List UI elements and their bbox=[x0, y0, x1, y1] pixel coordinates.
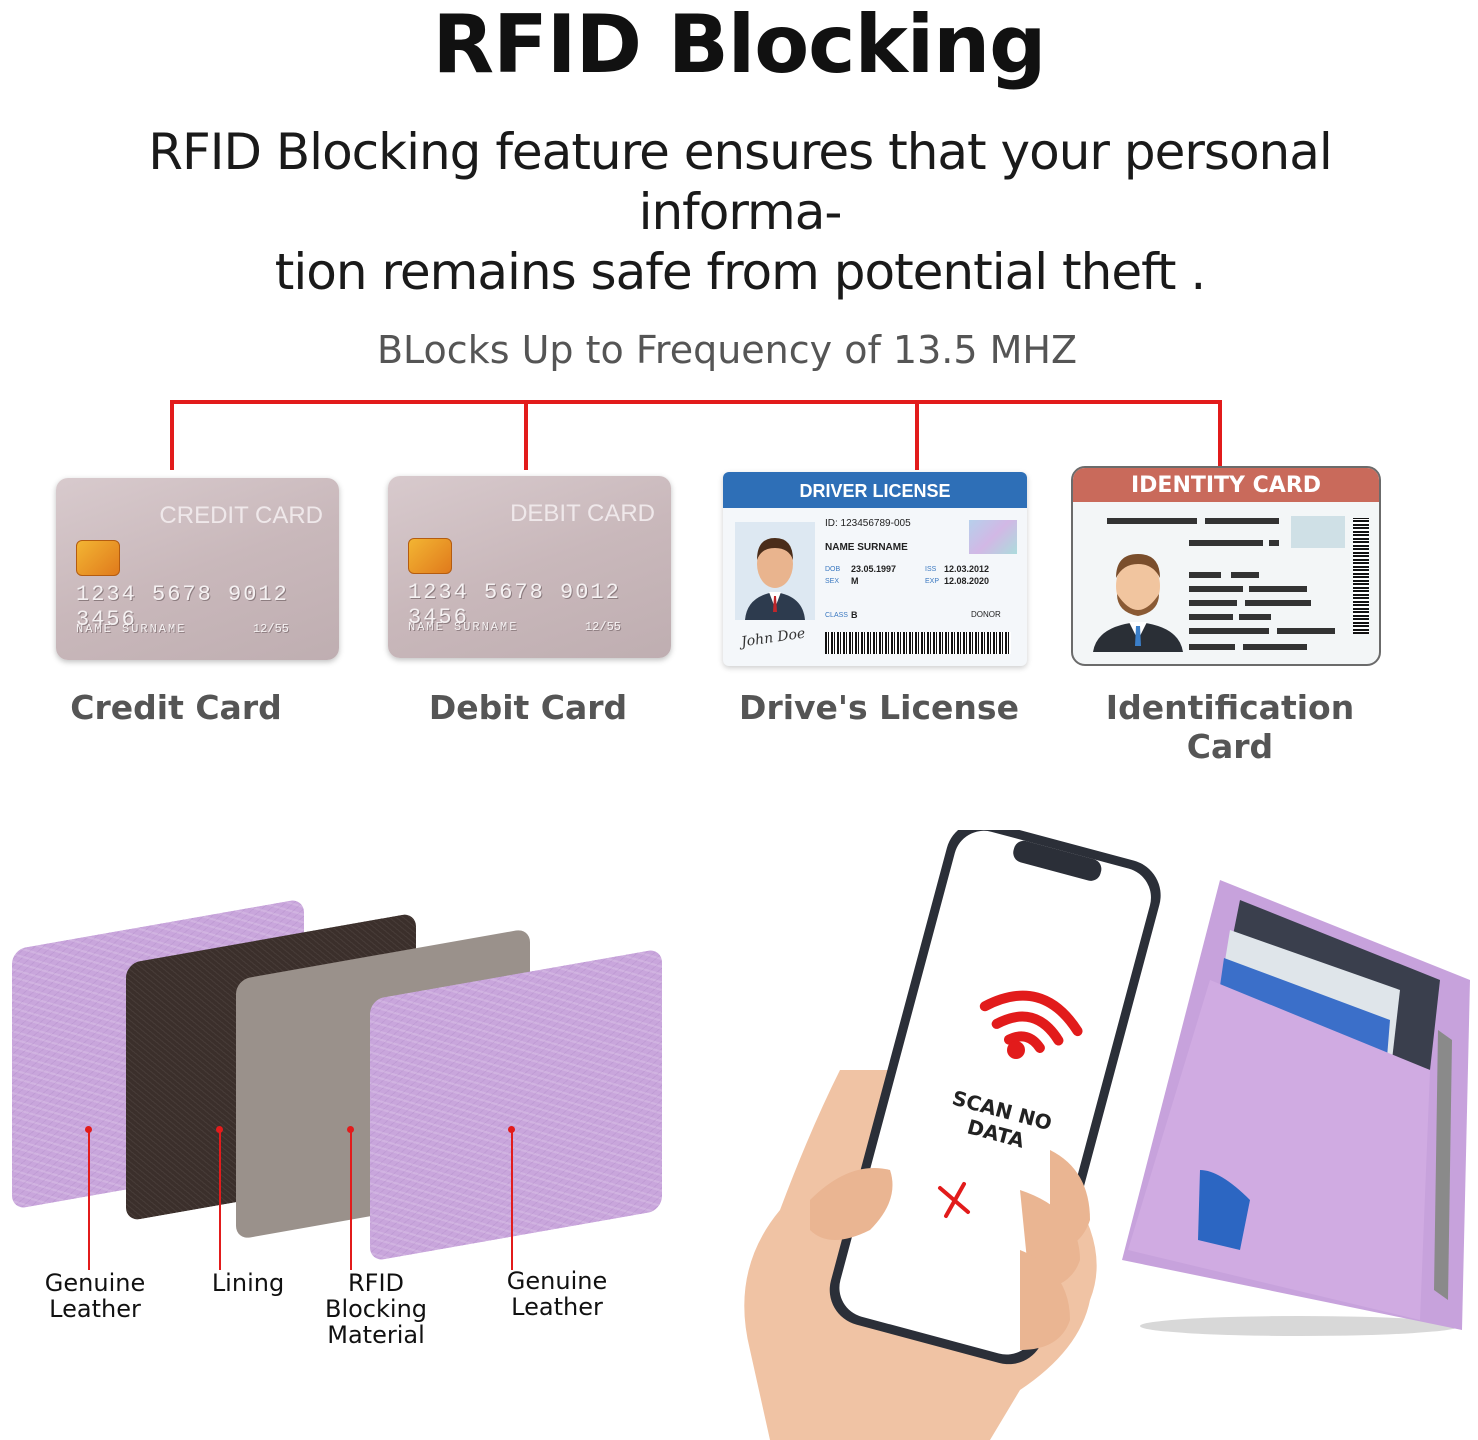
chip-icon bbox=[76, 540, 120, 576]
connector-bracket bbox=[170, 400, 1222, 470]
debit-card-image: DEBIT CARD 1234 5678 9012 3456 NAME SURN… bbox=[388, 476, 671, 658]
dob-label: DOB bbox=[825, 566, 841, 573]
pointer-line bbox=[219, 1130, 221, 1270]
description-line-2: tion remains safe from potential theft . bbox=[274, 243, 1206, 301]
class-value: B bbox=[851, 610, 858, 620]
layer-label-rfid: RFID Blocking Material bbox=[294, 1270, 458, 1348]
page-title: RFID Blocking bbox=[432, 0, 1047, 91]
credit-card-image: CREDIT CARD 1234 5678 9012 3456 NAME SUR… bbox=[56, 478, 339, 660]
wifi-icon bbox=[979, 990, 1083, 1059]
license-photo bbox=[735, 522, 815, 620]
debit-card-title: DEBIT CARD bbox=[510, 500, 655, 527]
license-label: Drive's License bbox=[739, 688, 1019, 727]
debit-card-holder: NAME SURNAME bbox=[408, 620, 519, 634]
layer-label-genuine-leather-2: Genuine Leather bbox=[506, 1267, 608, 1321]
description-line-1: RFID Blocking feature ensures that your … bbox=[148, 123, 1333, 241]
signature: John Doe bbox=[740, 625, 807, 651]
pointer-line bbox=[88, 1130, 90, 1270]
debit-card-label: Debit Card bbox=[428, 688, 628, 727]
barcode bbox=[825, 632, 1011, 654]
layer-label-rfid-line1: RFID Blocking bbox=[324, 1269, 428, 1323]
iss-value: 12.03.2012 bbox=[944, 564, 990, 574]
inner-leather-layer bbox=[370, 948, 662, 1262]
driver-license-image: DRIVER LICENSE ID: 123456789-005 NAME SU… bbox=[723, 472, 1027, 666]
license-id: ID: 123456789-005 bbox=[825, 518, 911, 529]
layer-label-lining: Lining bbox=[211, 1269, 285, 1297]
iss-label: ISS bbox=[925, 566, 937, 573]
donor-label: DONOR bbox=[971, 610, 1001, 619]
pointer-line bbox=[511, 1130, 513, 1270]
layer-label-genuine-leather-1: Genuine Leather bbox=[44, 1269, 146, 1323]
credit-card-expiry: 12/55 bbox=[252, 622, 289, 636]
identity-card-image: IDENTITY CARD bbox=[1071, 466, 1381, 666]
class-label: CLASS bbox=[825, 612, 848, 619]
hand-phone-image bbox=[744, 830, 1161, 1440]
debit-card-number: 1234 5678 9012 3456 bbox=[408, 580, 621, 630]
pointer-line bbox=[350, 1130, 352, 1270]
credit-card-holder: NAME SURNAME bbox=[76, 622, 187, 636]
credit-card-title: CREDIT CARD bbox=[159, 502, 323, 529]
license-header: DRIVER LICENSE bbox=[723, 472, 1027, 508]
license-name: NAME SURNAME bbox=[825, 542, 908, 553]
material-layers bbox=[0, 880, 680, 1262]
world-map-icon bbox=[1291, 516, 1345, 548]
wallet-image bbox=[1122, 880, 1470, 1336]
layer-label-rfid-line2: Material bbox=[327, 1321, 425, 1349]
identity-label: Identification Card bbox=[1105, 688, 1355, 766]
exp-value: 12.08.2020 bbox=[944, 576, 990, 586]
chip-icon bbox=[408, 538, 452, 574]
person-icon bbox=[745, 538, 805, 620]
barcode bbox=[1353, 518, 1369, 634]
identity-header: IDENTITY CARD bbox=[1073, 468, 1379, 502]
frequency-subtitle: BLocks Up to Frequency of 13.5 MHZ bbox=[376, 328, 1077, 372]
description: RFID Blocking feature ensures that your … bbox=[60, 122, 1420, 302]
close-icon bbox=[938, 1182, 970, 1218]
exp-label: EXP bbox=[925, 578, 940, 585]
sex-label: SEX bbox=[825, 578, 840, 585]
hologram bbox=[969, 520, 1017, 554]
credit-card-label: Credit Card bbox=[70, 688, 282, 727]
debit-card-expiry: 12/55 bbox=[584, 620, 621, 634]
credit-card-number: 1234 5678 9012 3456 bbox=[76, 582, 289, 632]
sex-value: M bbox=[851, 576, 859, 586]
dob-value: 23.05.1997 bbox=[851, 564, 897, 574]
person-icon bbox=[1093, 554, 1183, 652]
